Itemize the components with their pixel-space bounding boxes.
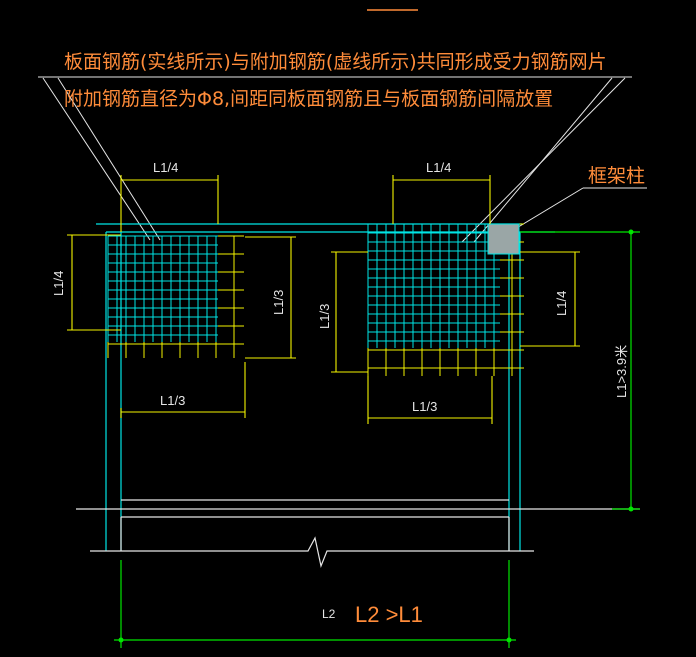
dim-top-right-width: L1/4 xyxy=(426,160,451,175)
dimension-ticks xyxy=(118,229,634,643)
dim-right-height: L1/4 xyxy=(554,291,569,316)
dim-bottom-right-width: L1/3 xyxy=(412,399,437,414)
dim-top-left-width: L1/4 xyxy=(153,160,178,175)
note-line-1: 板面钢筋(实线所示)与附加钢筋(虚线所示)共同形成受力钢筋网片 xyxy=(64,51,607,73)
dim-l2-small: L2 xyxy=(322,607,336,621)
dimension-lines xyxy=(67,175,580,424)
dim-mid-left-height: L1/3 xyxy=(271,290,286,315)
note-frame-column: 框架柱 xyxy=(588,165,645,187)
note-line-2: 附加钢筋直径为Φ8,间距同板面钢筋且与板面钢筋间隔放置 xyxy=(64,88,553,110)
beam-lines xyxy=(96,223,555,551)
dim-bottom-left-width: L1/3 xyxy=(160,393,185,408)
dim-l2-label: L2 >L1 xyxy=(355,602,423,627)
span-dimension-lines xyxy=(114,231,640,648)
dim-left-height: L1/4 xyxy=(51,271,66,296)
frame-column xyxy=(487,223,520,255)
dim-span-height: L1>3.9米 xyxy=(614,345,629,398)
rebar-grid-left xyxy=(107,235,244,358)
slab-outline xyxy=(76,499,640,569)
dim-mid-right-height: L1/3 xyxy=(317,304,332,329)
rebar-grid-right xyxy=(367,223,524,376)
note-leader-lines xyxy=(38,76,647,243)
